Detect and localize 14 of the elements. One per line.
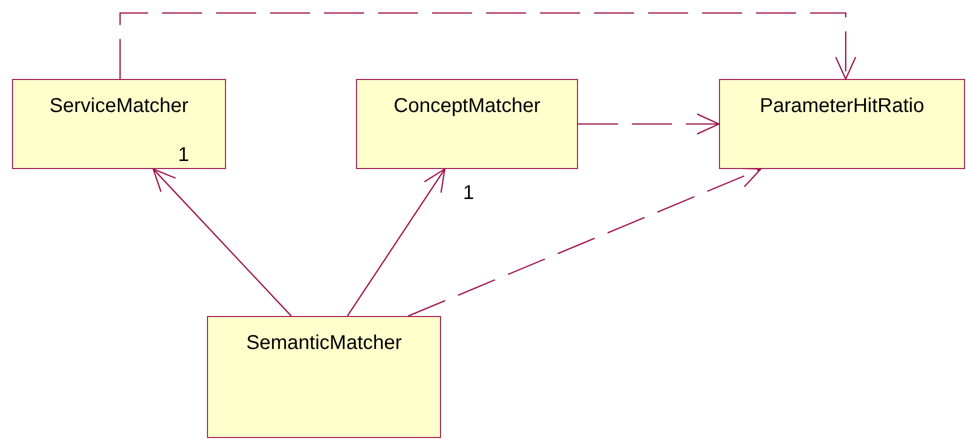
- multiplicity-label: 1: [178, 144, 190, 166]
- class-box: [207, 316, 441, 438]
- association-arrow: [152, 168, 292, 316]
- dependency-arrow: [578, 113, 720, 135]
- dependency-arrow: [408, 168, 762, 317]
- class-name: ConceptMatcher: [392, 94, 542, 118]
- class-box: [12, 79, 226, 169]
- class-box: [356, 79, 578, 169]
- multiplicity-label: 1: [463, 182, 474, 204]
- class-name: ServiceMatcher: [48, 94, 190, 118]
- class-name: SemanticMatcher: [245, 331, 403, 355]
- association-arrow: [346, 168, 446, 316]
- class-name: ParameterHitRatio: [758, 94, 926, 118]
- class-box: [719, 79, 965, 169]
